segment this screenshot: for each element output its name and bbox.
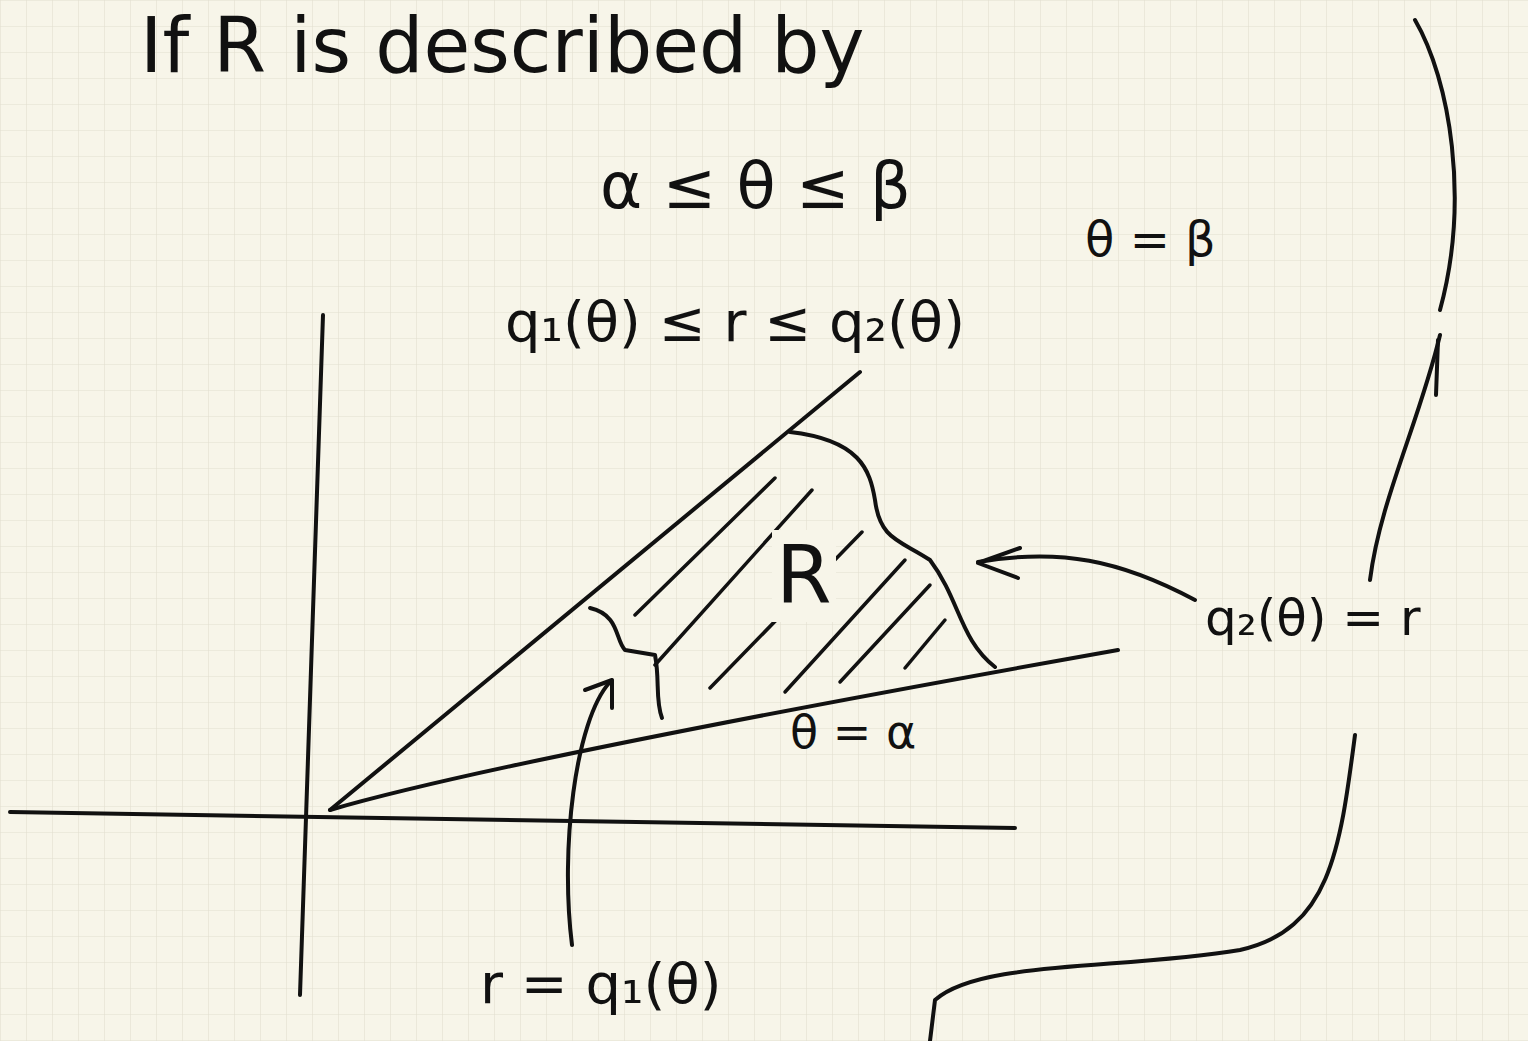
condition-text: α ≤ θ ≤ β — [600, 150, 911, 224]
x-axis — [10, 812, 1015, 828]
heading-text: If R is described by — [140, 2, 865, 89]
leader-line — [930, 735, 1355, 1041]
arrowhead — [585, 680, 612, 708]
inner-curve — [590, 608, 662, 718]
y-axis — [300, 315, 323, 995]
curve-label: q₂(θ) = r — [1205, 590, 1421, 648]
arrowhead — [978, 548, 1020, 578]
ray-beta — [330, 372, 860, 810]
bracket — [1415, 20, 1455, 310]
condition-text: q₁(θ) ≤ r ≤ q₂(θ) — [505, 290, 965, 354]
region-label: R — [772, 530, 836, 622]
leader-arrow — [568, 682, 610, 945]
angle-label: θ = α — [790, 706, 916, 759]
leader-line — [1370, 335, 1440, 580]
angle-label: θ = β — [1085, 212, 1216, 267]
leader-arrow — [978, 556, 1195, 600]
curve-label: r = q₁(θ) — [480, 952, 722, 1016]
hatching — [635, 478, 945, 692]
